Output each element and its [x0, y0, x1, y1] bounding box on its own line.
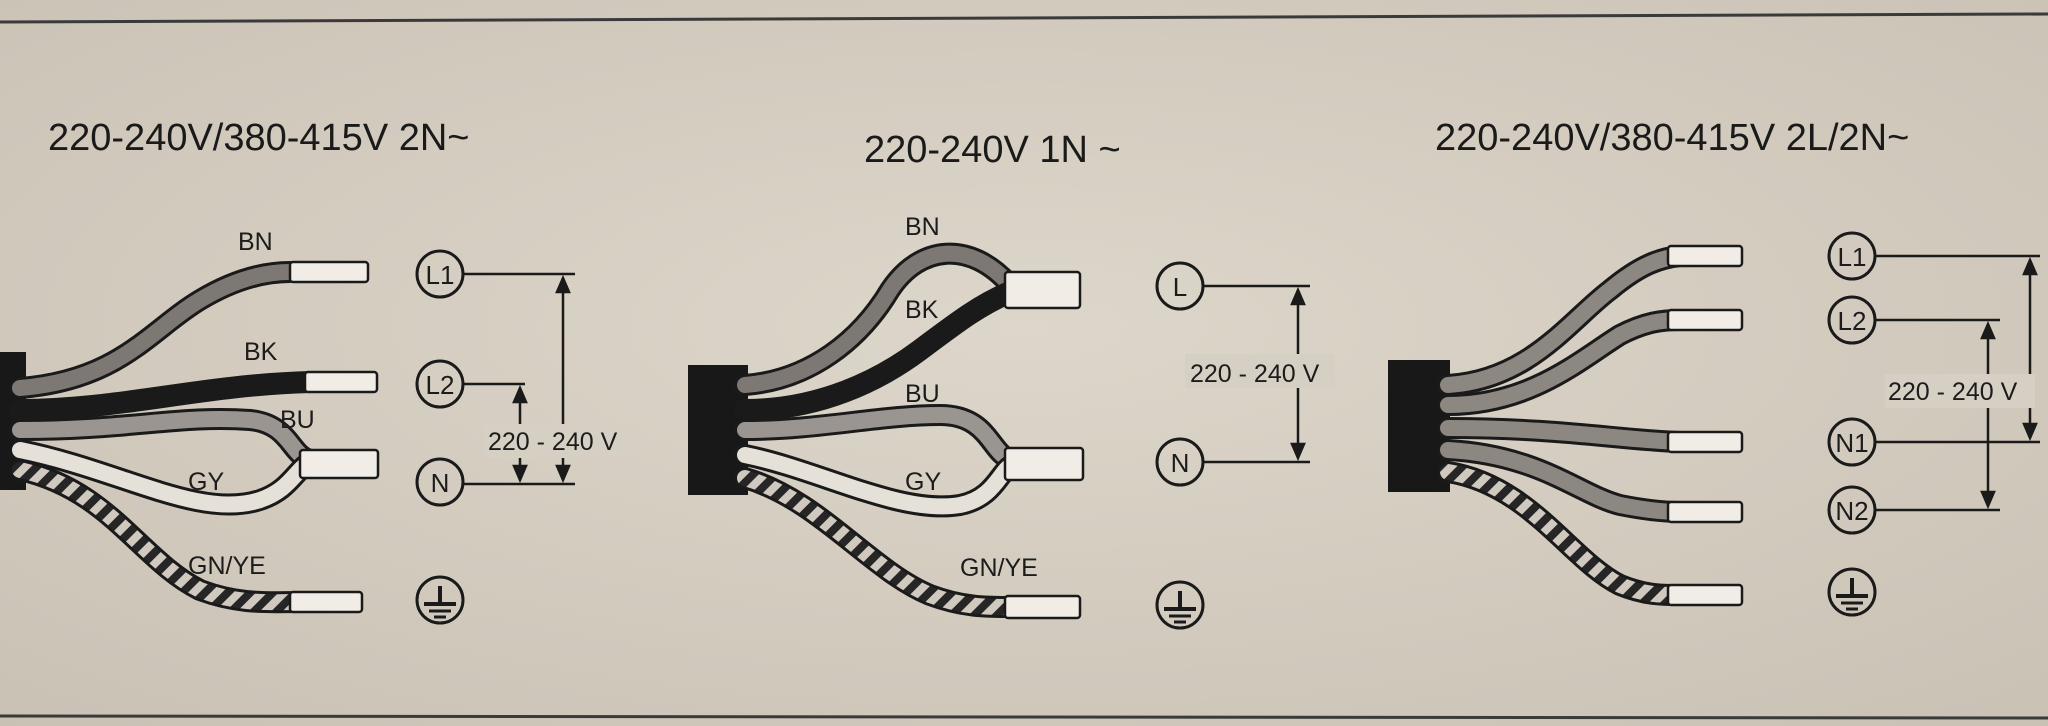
svg-text:N2: N2: [1835, 496, 1868, 526]
voltage-label: 220 - 240 V: [488, 428, 618, 456]
diagram-title: 220-240V/380-415V 2N~: [48, 117, 470, 159]
wire-label-bu: BU: [905, 380, 940, 408]
terminal-l2: L2: [415, 359, 465, 409]
voltage-label-bg: [1885, 374, 2035, 408]
wire-label-bk: BK: [905, 296, 939, 324]
svg-text:L2: L2: [1838, 306, 1867, 336]
svg-text:N: N: [431, 468, 450, 498]
svg-text:L: L: [1173, 272, 1187, 302]
wire-label-bn: BN: [905, 213, 940, 241]
wire-label-bu: BU: [280, 406, 315, 434]
svg-text:L1: L1: [426, 260, 455, 290]
earth-ground-icon: [415, 575, 465, 625]
wire-label-gy: GY: [905, 468, 941, 496]
voltage-dimension: [463, 272, 575, 486]
voltage-dimension: [1875, 254, 2040, 512]
ferrules: [288, 260, 380, 614]
diagram-title: 220-240V/380-415V 2L/2N~: [1435, 117, 1909, 159]
diagram-title: 220-240V 1N ~: [864, 129, 1121, 171]
diagram-2l-2n: 220-240V/380-415V 2L/2N~ L1 L2: [1388, 117, 2040, 617]
voltage-label: 220 - 240 V: [1888, 378, 2018, 406]
svg-text:L2: L2: [426, 370, 455, 400]
wire-label-gnye: GN/YE: [188, 552, 266, 580]
bottom-border: [0, 714, 2048, 720]
wire-label-gy: GY: [188, 468, 224, 496]
terminal-n: N: [415, 457, 465, 507]
wire-label-bk: BK: [244, 338, 278, 366]
wire-black: [734, 281, 1021, 421]
diagram-1n: 220-240V 1N ~ BN BK BU GY GN/YE L N: [688, 129, 1335, 630]
wire-label-bn: BN: [238, 228, 273, 256]
top-border: [0, 12, 2048, 24]
terminal-l2: L2: [1827, 295, 1877, 345]
voltage-label-bg: [484, 424, 634, 458]
earth-ground-icon: [1155, 580, 1205, 630]
svg-text:N1: N1: [1835, 428, 1868, 458]
wire-black: [9, 371, 321, 421]
voltage-label: 220 - 240 V: [1190, 360, 1320, 388]
svg-text:L1: L1: [1838, 242, 1867, 272]
ferrules: [1666, 244, 1744, 607]
terminal-l1: L1: [1827, 231, 1877, 281]
voltage-label-bg: [1185, 354, 1335, 388]
wire-label-gnye: GN/YE: [960, 554, 1038, 582]
svg-text:N: N: [1171, 448, 1190, 478]
ferrules: [1003, 270, 1085, 620]
diagram-2n: 220-240V/380-415V 2N~ BN BK BU GY GN/YE: [0, 117, 634, 625]
earth-ground-icon: [1827, 567, 1877, 617]
